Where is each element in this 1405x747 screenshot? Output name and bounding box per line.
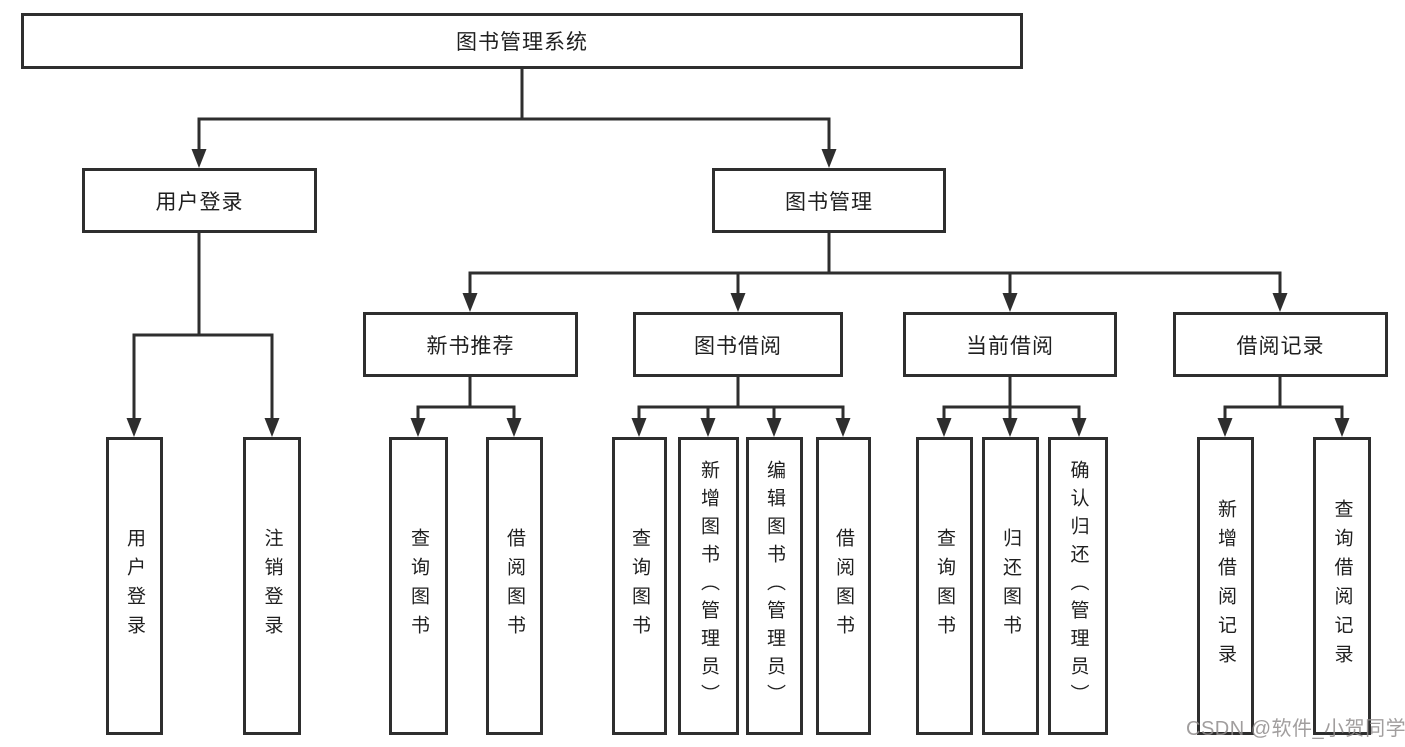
node-logout: 注销登录 bbox=[243, 437, 301, 735]
node-book-mgmt-group: 图书管理 bbox=[712, 168, 946, 233]
node-book-borrow: 图书借阅 bbox=[633, 312, 843, 377]
node-bb-add-book: 新增图书（管理员） bbox=[678, 437, 739, 735]
node-user-login-group: 用户登录 bbox=[82, 168, 317, 233]
node-root-system: 图书管理系统 bbox=[21, 13, 1023, 69]
node-br-add-record: 新增借阅记录 bbox=[1197, 437, 1254, 735]
node-nb-query-book: 查询图书 bbox=[389, 437, 448, 735]
node-bb-borrow-book: 借阅图书 bbox=[816, 437, 871, 735]
node-bb-edit-book: 编辑图书（管理员） bbox=[746, 437, 803, 735]
node-bb-query-book: 查询图书 bbox=[612, 437, 667, 735]
node-cb-query-book: 查询图书 bbox=[916, 437, 973, 735]
node-new-book-rec: 新书推荐 bbox=[363, 312, 578, 377]
node-nb-borrow-book: 借阅图书 bbox=[486, 437, 543, 735]
node-cb-return-book: 归还图书 bbox=[982, 437, 1039, 735]
node-cb-confirm-return: 确认归还（管理员） bbox=[1048, 437, 1108, 735]
node-borrow-record: 借阅记录 bbox=[1173, 312, 1388, 377]
node-user-login: 用户登录 bbox=[106, 437, 163, 735]
node-current-borrow: 当前借阅 bbox=[903, 312, 1117, 377]
csdn-watermark: CSDN @软件_小贺同学 bbox=[1186, 718, 1405, 740]
node-br-query-record: 查询借阅记录 bbox=[1313, 437, 1371, 735]
